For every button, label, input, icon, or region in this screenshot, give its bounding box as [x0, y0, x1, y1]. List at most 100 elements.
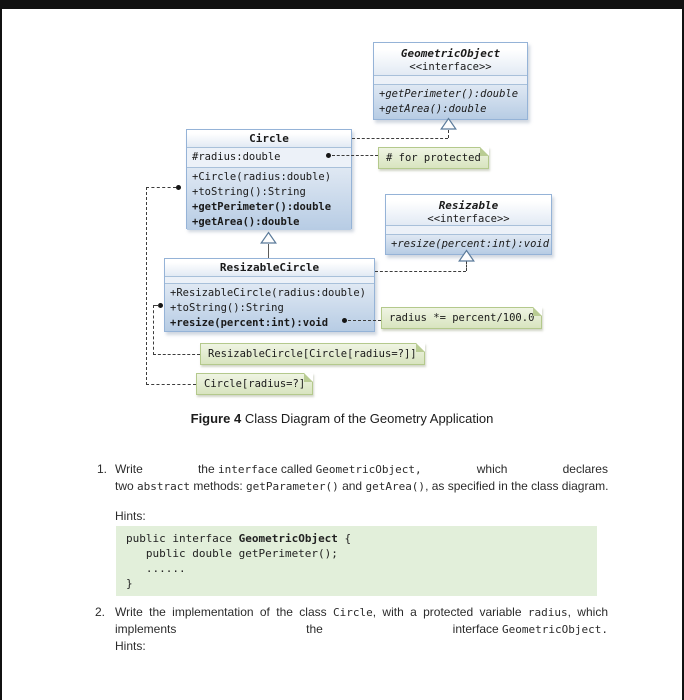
note-connector-segment [153, 305, 154, 355]
uml-method-line: +getPerimeter():double [379, 88, 519, 100]
question-text: methods: [190, 479, 247, 493]
class-box-resizable: Resizable <<interface>> +resize(percent:… [385, 194, 552, 255]
methods-section: +getPerimeter():double +getArea():double [374, 85, 527, 119]
inline-code: getArea() [365, 480, 426, 493]
question-text: the [197, 462, 218, 476]
uml-field-line: #radius:double [192, 151, 281, 163]
code-line: ...... [126, 562, 186, 575]
note-resize-formula: radius *= percent/100.0 [381, 307, 543, 329]
note-connector-segment [146, 187, 176, 188]
stereotype-label: <<interface>> [427, 213, 510, 225]
fields-section [386, 226, 551, 235]
note-anchor-dot [326, 153, 331, 158]
question-text: declares [562, 462, 608, 476]
note-anchor-dot [176, 185, 181, 190]
question-text: called [277, 462, 316, 476]
uml-method-line: +Circle(radius:double) [192, 171, 332, 183]
generalization-arrow-icon [260, 231, 277, 244]
fields-section [374, 76, 527, 85]
note-connector-segment [153, 354, 200, 355]
uml-method-line: +getArea():double [379, 103, 487, 115]
realization-connector-segment [375, 271, 466, 272]
inline-code: getParameter() [246, 480, 339, 493]
question-text: and [338, 479, 366, 493]
figure-caption-label: Figure 4 [190, 411, 242, 426]
question-text: implements [115, 622, 177, 636]
inline-code: interface [217, 463, 278, 476]
question-text: the interface called GeometricObject, [198, 462, 422, 476]
class-name: Resizable [438, 199, 499, 212]
question-text: the [306, 622, 323, 636]
question-1-number: 1. [97, 462, 108, 476]
code-line: } [126, 577, 133, 590]
realization-connector-segment [448, 130, 449, 138]
uml-method-line: +toString():String [192, 186, 306, 198]
note-protected: # for protected [378, 147, 489, 169]
methods-section: +ResizableCircle(radius:double) +toStrin… [165, 284, 374, 331]
uml-method-line: +ResizableCircle(radius:double) [170, 287, 366, 299]
code-text: public interface [126, 532, 239, 545]
class-name: Circle [187, 130, 351, 148]
class-box-resizablecircle: ResizableCircle +ResizableCircle(radius:… [164, 258, 375, 332]
class-name: ResizableCircle [165, 259, 374, 277]
figure-caption: Figure 4 Class Diagram of the Geometry A… [0, 411, 684, 426]
class-box-geometricobject: GeometricObject <<interface>> +getPerime… [373, 42, 528, 120]
fields-section: #radius:double [187, 148, 351, 168]
stereotype-label: <<interface>> [409, 61, 492, 73]
question-text: , which [567, 605, 608, 619]
question-text: Write [115, 462, 143, 476]
inline-code: Circle [332, 606, 373, 619]
page-right-border [682, 0, 684, 700]
realization-arrow-icon [440, 117, 457, 130]
window-top-bar [0, 0, 684, 9]
question-text: which [476, 462, 508, 476]
class-title-geometricobject: GeometricObject <<interface>> [374, 43, 527, 76]
note-anchor-dot [158, 303, 163, 308]
hints-label: Hints: [115, 509, 146, 523]
inline-code: GeometricObject. [502, 623, 608, 636]
class-name: GeometricObject [400, 47, 501, 60]
code-hint-block: public interface GeometricObject { publi… [116, 526, 597, 596]
note-connector-segment [146, 187, 147, 385]
code-line: public double getPerimeter(); [126, 547, 338, 560]
question-text: Write the implementation of the class [115, 605, 333, 619]
question-1-line-1: Write the interface called GeometricObje… [115, 462, 608, 476]
inline-code: radius [527, 606, 568, 619]
question-text: , with a protected variable [372, 605, 528, 619]
figure-caption-text: Class Diagram of the Geometry Applicatio… [241, 411, 494, 426]
fields-section [165, 277, 374, 284]
question-text: interface GeometricObject. [453, 622, 608, 636]
question-text: two [115, 479, 138, 493]
uml-method-line: +toString():String [170, 302, 284, 314]
page-left-border [0, 0, 2, 700]
question-2-line-2: implements the interface GeometricObject… [115, 622, 608, 636]
note-connector-segment [153, 305, 159, 306]
note-connector-segment [332, 155, 378, 156]
note-connector-segment [146, 384, 196, 385]
question-text: interface [452, 622, 503, 636]
class-title-resizable: Resizable <<interface>> [386, 195, 551, 226]
note-connector-segment [348, 320, 381, 321]
note-anchor-dot [342, 318, 347, 323]
note-tostring-resizablecircle: ResizableCircle[Circle[radius=?]] [200, 343, 425, 365]
realization-connector-segment [352, 138, 448, 139]
code-text: GeometricObject [238, 532, 338, 545]
code-text: { [337, 532, 352, 545]
hints-label: Hints: [115, 639, 146, 653]
question-2-number: 2. [95, 605, 106, 619]
uml-method-line: +getPerimeter():double [192, 201, 332, 213]
methods-section: +resize(percent:int):void [386, 235, 551, 254]
methods-section: +Circle(radius:double) +toString():Strin… [187, 168, 351, 230]
note-tostring-circle: Circle[radius=?] [196, 373, 314, 395]
question-1-line-2: two abstract methods: getParameter() and… [115, 479, 608, 493]
code-line: public interface GeometricObject { [126, 531, 587, 546]
question-text: , as specified in the class diagram. [425, 479, 609, 493]
class-box-circle: Circle #radius:double +Circle(radius:dou… [186, 129, 352, 230]
realization-arrow-icon [458, 249, 475, 262]
uml-method-line: +resize(percent:int):void [170, 317, 329, 329]
uml-method-line: +getArea():double [192, 216, 300, 228]
question-2-line-1: Write the implementation of the class Ci… [115, 605, 608, 619]
generalization-connector-segment [268, 244, 269, 258]
uml-method-line: +resize(percent:int):void [391, 238, 550, 250]
